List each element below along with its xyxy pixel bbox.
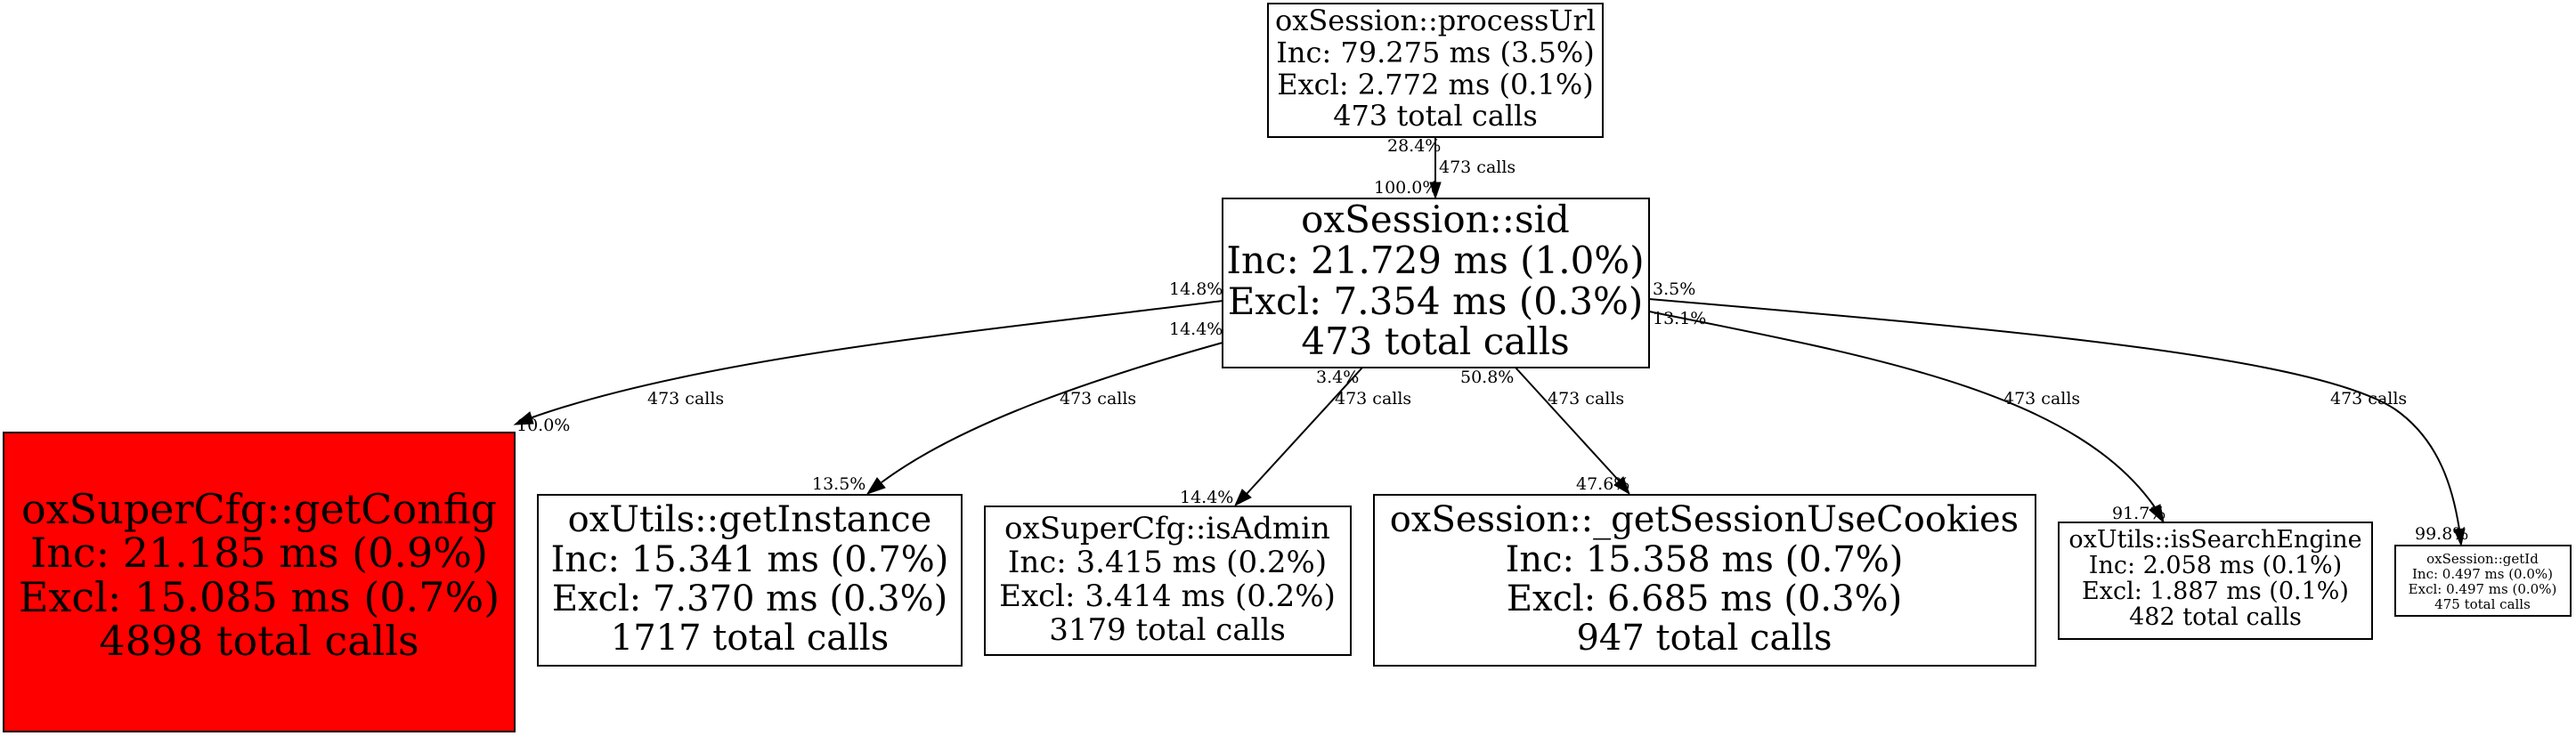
node-inclusive-time: Inc: 2.058 ms (0.1%)	[2089, 552, 2342, 579]
node-exclusive-time: Excl: 0.497 ms (0.0%)	[2409, 581, 2557, 597]
node-oxsupercfg-getconfig[interactable]: oxSuperCfg::getConfig Inc: 21.185 ms (0.…	[3, 432, 516, 732]
edge-tail-percent: 13.1%	[1653, 309, 1706, 328]
node-inclusive-time: Inc: 15.358 ms (0.7%)	[1506, 539, 1904, 580]
edge-line	[1648, 298, 2460, 530]
node-inclusive-time: Inc: 0.497 ms (0.0%)	[2412, 566, 2553, 582]
node-function-name: oxSession::processUrl	[1275, 4, 1596, 37]
node-total-calls: 3179 total calls	[1049, 612, 1286, 648]
edge-line	[881, 342, 1223, 483]
edge-head-percent: 14.4%	[1180, 488, 1233, 507]
edge-tail-percent: 28.4%	[1387, 136, 1441, 156]
node-total-calls: 482 total calls	[2129, 603, 2302, 631]
arrowhead	[1429, 182, 1442, 200]
node-total-calls: 947 total calls	[1576, 618, 1832, 659]
edge-tail-percent: 3.5%	[1653, 279, 1695, 299]
edge-sid-to-getid: 473 calls 3.5% 99.8%	[1648, 279, 2468, 547]
edge-call-count: 473 calls	[1439, 158, 1516, 177]
node-total-calls: 473 total calls	[1333, 99, 1538, 133]
node-oxutils-getinstance[interactable]: oxUtils::getInstance Inc: 15.341 ms (0.7…	[537, 494, 963, 667]
node-oxsession-getid[interactable]: oxSession::getId Inc: 0.497 ms (0.0%) Ex…	[2394, 545, 2572, 617]
edge-processurl-to-sid: 473 calls 28.4% 100.0%	[1374, 136, 1516, 200]
arrowhead	[1233, 489, 1252, 507]
edge-sid-to-isadmin: 473 calls 3.4% 14.4%	[1180, 367, 1411, 507]
edge-line	[529, 300, 1223, 419]
node-exclusive-time: Excl: 7.370 ms (0.3%)	[552, 578, 947, 619]
node-total-calls: 1717 total calls	[611, 618, 889, 659]
node-oxutils-issearchengine[interactable]: oxUtils::isSearchEngine Inc: 2.058 ms (0…	[2058, 522, 2373, 640]
node-box	[2058, 522, 2373, 640]
node-inclusive-time: Inc: 79.275 ms (3.5%)	[1276, 36, 1594, 69]
node-inclusive-time: Inc: 15.341 ms (0.7%)	[551, 539, 949, 580]
node-oxsupercfg-isadmin[interactable]: oxSuperCfg::isAdmin Inc: 3.415 ms (0.2%)…	[984, 505, 1352, 656]
edge-tail-percent: 14.4%	[1169, 319, 1223, 339]
node-function-name: oxSession::getId	[2426, 551, 2539, 567]
node-box	[984, 505, 1352, 656]
node-oxsession-processurl[interactable]: oxSession::processUrl Inc: 79.275 ms (3.…	[1267, 3, 1604, 138]
arrowhead	[865, 477, 886, 495]
edge-sid-to-issearchengine: 473 calls 13.1% 91.7%	[1648, 309, 2166, 524]
edge-head-percent: 10.0%	[516, 416, 570, 435]
edge-sid-to-getconfig: 473 calls 14.8% 10.0%	[513, 279, 1223, 435]
node-box	[537, 494, 963, 667]
arrowhead	[2149, 504, 2165, 524]
edge-head-percent: 47.6%	[1576, 474, 1629, 494]
edge-call-count: 473 calls	[2330, 389, 2407, 408]
edge-line	[1246, 367, 1363, 495]
edge-call-count: 473 calls	[647, 389, 724, 408]
node-function-name: oxSuperCfg::getConfig	[21, 485, 497, 533]
edge-head-percent: 100.0%	[1374, 178, 1438, 198]
node-inclusive-time: Inc: 21.185 ms (0.9%)	[30, 529, 488, 577]
edge-call-count: 473 calls	[1548, 389, 1624, 408]
node-box	[1373, 494, 2036, 667]
edge-line	[1515, 367, 1620, 481]
node-box	[2394, 545, 2572, 617]
node-total-calls: 4898 total calls	[99, 617, 418, 665]
edge-head-percent: 13.5%	[812, 474, 865, 494]
node-exclusive-time: Excl: 2.772 ms (0.1%)	[1277, 68, 1594, 101]
arrowhead	[513, 411, 534, 425]
node-function-name: oxSession::_getSessionUseCookies	[1390, 499, 2019, 540]
edge-line	[1648, 311, 2156, 508]
node-function-name: oxUtils::isSearchEngine	[2068, 526, 2361, 554]
node-exclusive-time: Excl: 7.354 ms (0.3%)	[1228, 279, 1644, 323]
node-inclusive-time: Inc: 3.415 ms (0.2%)	[1008, 545, 1327, 580]
node-exclusive-time: Excl: 3.414 ms (0.2%)	[999, 578, 1336, 614]
edge-head-percent: 99.8%	[2415, 524, 2468, 544]
edge-sid-to-getinstance: 473 calls 14.4% 13.5%	[812, 319, 1223, 495]
node-inclusive-time: Inc: 21.729 ms (1.0%)	[1226, 239, 1644, 282]
node-box	[1222, 198, 1650, 368]
node-function-name: oxSession::sid	[1301, 198, 1570, 241]
edge-tail-percent: 3.4%	[1316, 368, 1359, 387]
edge-head-percent: 91.7%	[2112, 504, 2166, 523]
edge-tail-percent: 14.8%	[1169, 279, 1223, 299]
node-box	[1267, 3, 1604, 138]
node-box	[3, 432, 516, 732]
edge-sid-to-getsessionusecookies: 473 calls 50.8% 47.6%	[1460, 367, 1630, 496]
node-oxsession-sid[interactable]: oxSession::sid Inc: 21.729 ms (1.0%) Exc…	[1222, 198, 1650, 368]
node-exclusive-time: Excl: 1.887 ms (0.1%)	[2082, 578, 2349, 605]
arrowhead	[1613, 476, 1630, 496]
edge-call-count: 473 calls	[2003, 389, 2080, 408]
node-exclusive-time: Excl: 6.685 ms (0.3%)	[1507, 578, 1902, 619]
node-total-calls: 473 total calls	[1301, 319, 1569, 363]
edge-tail-percent: 50.8%	[1460, 368, 1514, 387]
node-function-name: oxUtils::getInstance	[568, 499, 932, 540]
edge-call-count: 473 calls	[1335, 389, 1411, 408]
node-oxsession-getsessionusecookies[interactable]: oxSession::_getSessionUseCookies Inc: 15…	[1373, 494, 2036, 667]
node-function-name: oxSuperCfg::isAdmin	[1004, 511, 1330, 546]
edge-call-count: 473 calls	[1060, 389, 1136, 408]
node-total-calls: 475 total calls	[2434, 596, 2531, 612]
node-exclusive-time: Excl: 15.085 ms (0.7%)	[19, 573, 500, 621]
arrowhead	[2453, 528, 2466, 547]
